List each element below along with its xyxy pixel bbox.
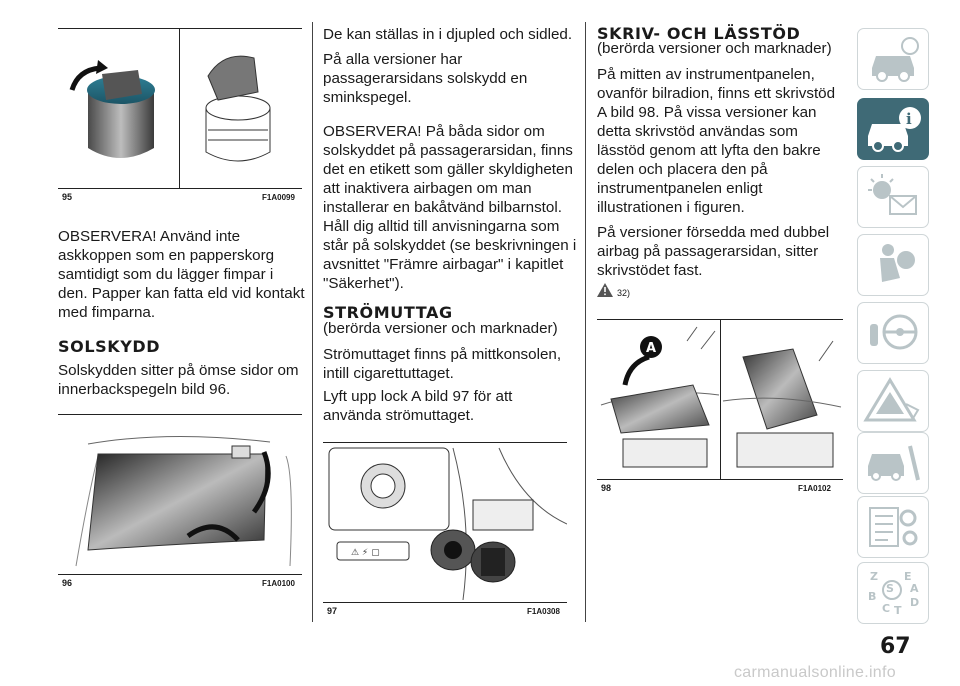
- fig96-top-rule: [58, 414, 302, 415]
- skrivstod-subheading: (berörda versioner och marknader): [597, 40, 832, 57]
- skrivstod-location-text: På mitten av instrumentpanelen, ovanför …: [597, 66, 836, 216]
- adjust-text: De kan ställas in i djupled och sidled.: [323, 26, 573, 43]
- solskydd-heading: SOLSKYDD: [58, 337, 161, 356]
- fig95-divider: [179, 28, 180, 188]
- figure-96-sunvisor: [58, 416, 302, 572]
- svg-text:S: S: [886, 582, 894, 595]
- svg-text:D: D: [910, 596, 919, 609]
- socket-lid-text: Lyft upp lock A bild 97 för att använda …: [323, 388, 513, 424]
- steering-wheel-icon: [870, 314, 918, 350]
- tab-warning-lights[interactable]: [857, 166, 929, 228]
- skrivstod-heading: SKRIV- OCH LÄSSTÖD: [597, 24, 801, 43]
- fig98-number: 98: [601, 483, 612, 493]
- warning-light-icon: [868, 174, 917, 215]
- fig97-code: F1A0308: [527, 607, 560, 616]
- svg-text:Z: Z: [870, 570, 878, 583]
- socket-location-text: Strömuttaget finns på mittkonsolen, inti…: [323, 346, 562, 382]
- solskydd-body: Solskydden sitter på ömse sidor om inner…: [58, 362, 299, 398]
- svg-text:E: E: [904, 570, 912, 583]
- svg-text:C: C: [882, 602, 890, 615]
- tab-safety[interactable]: [857, 234, 929, 296]
- airbag-label-note: OBSERVERA! På båda sidor om solskyddet p…: [323, 123, 577, 292]
- svg-text:B: B: [868, 590, 876, 603]
- fig95-number: 95: [62, 192, 73, 202]
- fig95-code: F1A0099: [262, 193, 295, 202]
- svg-text:T: T: [894, 604, 902, 617]
- stromuttag-heading: STRÖMUTTAG: [323, 303, 453, 322]
- column-divider-1: [312, 22, 313, 622]
- column-divider-2: [585, 22, 586, 622]
- warning-triangle-icon: [863, 377, 920, 422]
- mirror-text: På alla versioner har passagerarsidans s…: [323, 51, 528, 106]
- watermark: carmanualsonline.info: [734, 664, 896, 681]
- figure-98-writing-stand: A: [597, 321, 843, 477]
- fig98-bottom-rule: [597, 479, 843, 480]
- svg-text:⚠ ⚡ ▢: ⚠ ⚡ ▢: [351, 548, 380, 558]
- car-service-icon: [868, 445, 920, 481]
- warning-triangle-icon: [597, 283, 613, 302]
- label-a: A: [646, 341, 656, 356]
- page-number: 67: [880, 634, 911, 659]
- fig95-bottom-rule: [58, 188, 302, 189]
- fig96-number: 96: [62, 578, 73, 588]
- tab-emergency[interactable]: [857, 370, 929, 432]
- ashtray-note: OBSERVERA! Använd inte askkoppen som en …: [58, 228, 305, 321]
- airbag-passenger-icon: [880, 244, 915, 282]
- stromuttag-subheading: (berörda versioner och marknader): [323, 320, 558, 337]
- skrivstod-airbag-text: På versioner försedda med dubbel airbag …: [597, 224, 830, 279]
- fig96-bottom-rule: [58, 574, 302, 575]
- warning-ref-number: 32): [617, 287, 631, 298]
- fig97-number: 97: [327, 606, 338, 616]
- figure-97-power-socket: ⚠ ⚡ ▢: [323, 444, 567, 600]
- svg-text:A: A: [910, 582, 919, 595]
- fig97-top-rule: [323, 442, 567, 443]
- tab-car-info[interactable]: i: [857, 98, 929, 160]
- fig96-code: F1A0100: [262, 579, 295, 588]
- tab-maintenance[interactable]: [857, 432, 929, 494]
- figure-95-ashtray: [58, 30, 302, 186]
- car-info-icon: i: [868, 107, 921, 152]
- svg-text:i: i: [906, 110, 912, 128]
- tab-technical-data[interactable]: [857, 496, 929, 558]
- tab-alphabetical-index[interactable]: Z E B C T D A S: [857, 562, 929, 624]
- tab-car-dashboard[interactable]: [857, 28, 929, 90]
- fig97-bottom-rule: [323, 602, 567, 603]
- tab-starting-driving[interactable]: [857, 302, 929, 364]
- warning-reference: 32): [597, 283, 630, 302]
- fig98-code: F1A0102: [798, 484, 831, 493]
- fig95-top-rule: [58, 28, 302, 29]
- fig98-divider: [720, 319, 721, 479]
- car-dashboard-icon: [872, 37, 919, 82]
- alphabetical-index-icon: Z E B C T D A S: [868, 570, 919, 617]
- technical-data-icon: [869, 507, 918, 547]
